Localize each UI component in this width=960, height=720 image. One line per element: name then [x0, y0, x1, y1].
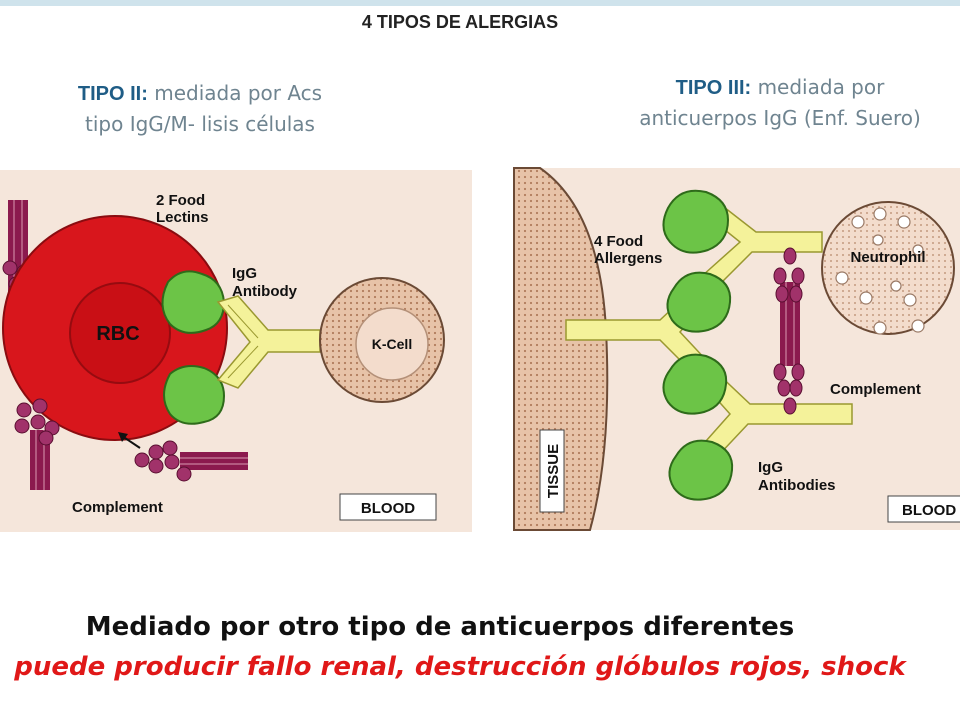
lectin-antigen-top [161, 270, 226, 334]
complement-column [773, 247, 805, 415]
right-panel: TISSUE Neutrophil [513, 167, 960, 531]
allergen-1 [662, 189, 730, 254]
blood-label-right: BLOOD [902, 502, 956, 519]
neutrophil-cell [821, 201, 955, 335]
blood-label: BLOOD [361, 500, 415, 517]
allergens-label-1: 4 Food [594, 233, 643, 250]
food-lectins-label-1: 2 Food [156, 192, 205, 209]
igg-antibodies-label-1: IgG [758, 459, 783, 476]
complement-attack-cluster [134, 440, 248, 482]
allergen-4 [668, 439, 734, 501]
top-rule [0, 0, 960, 6]
tipo-iii-label: TIPO III: [675, 77, 752, 99]
rbc-label: RBC [96, 323, 139, 345]
allergen-3 [662, 353, 728, 415]
tissue-label-group: TISSUE [539, 429, 565, 513]
igg-antibodies-label-2: Antibodies [758, 477, 836, 494]
left-panel: RBC K-Cell [0, 170, 472, 532]
tipo-ii-desc-line2: tipo IgG/M- lisis células [85, 112, 315, 136]
arrow-head [118, 432, 128, 442]
igg-label-2: Antibody [232, 283, 298, 300]
caption-line-1: Mediado por otro tipo de anticuerpos dif… [85, 612, 795, 642]
rbc-nucleus [69, 282, 171, 384]
neutrophil-granules [835, 207, 925, 335]
allergens [662, 189, 734, 501]
neutrophil-label: Neutrophil [851, 249, 926, 266]
food-lectins-label-2: Lectins [156, 209, 209, 226]
blood-box-right [887, 495, 960, 523]
left-panel-heading: TIPO II: mediada por Acs tipo IgG/M- lis… [20, 78, 380, 139]
complement-cluster-bottom [14, 398, 60, 490]
page-title: 4 TIPOS DE ALERGIAS [361, 12, 559, 32]
tipo-iii-desc-line2: anticuerpos IgG (Enf. Suero) [639, 106, 921, 130]
tipo-iii-desc-line1: mediada por [757, 75, 885, 99]
igg-antibody [216, 295, 321, 389]
right-panel-heading: TIPO III: mediada por anticuerpos IgG (E… [590, 72, 960, 133]
k-cell-label: K-Cell [372, 336, 412, 352]
tipo-ii-label: TIPO II: [77, 83, 148, 105]
tissue-label: TISSUE [545, 444, 562, 498]
allergens-label-2: Allergens [594, 250, 662, 267]
caption-line-2: puede producir fallo renal, destrucción … [14, 652, 906, 682]
lectin-antigen-bottom [163, 365, 226, 425]
complement-label-right: Complement [830, 381, 921, 398]
complement-label: Complement [72, 499, 163, 516]
tipo-ii-desc-line1: mediada por Acs [154, 81, 323, 105]
k-cell-nucleus [355, 307, 429, 381]
allergen-2 [666, 271, 732, 333]
blood-box [339, 493, 437, 521]
igg-label-1: IgG [232, 265, 257, 282]
